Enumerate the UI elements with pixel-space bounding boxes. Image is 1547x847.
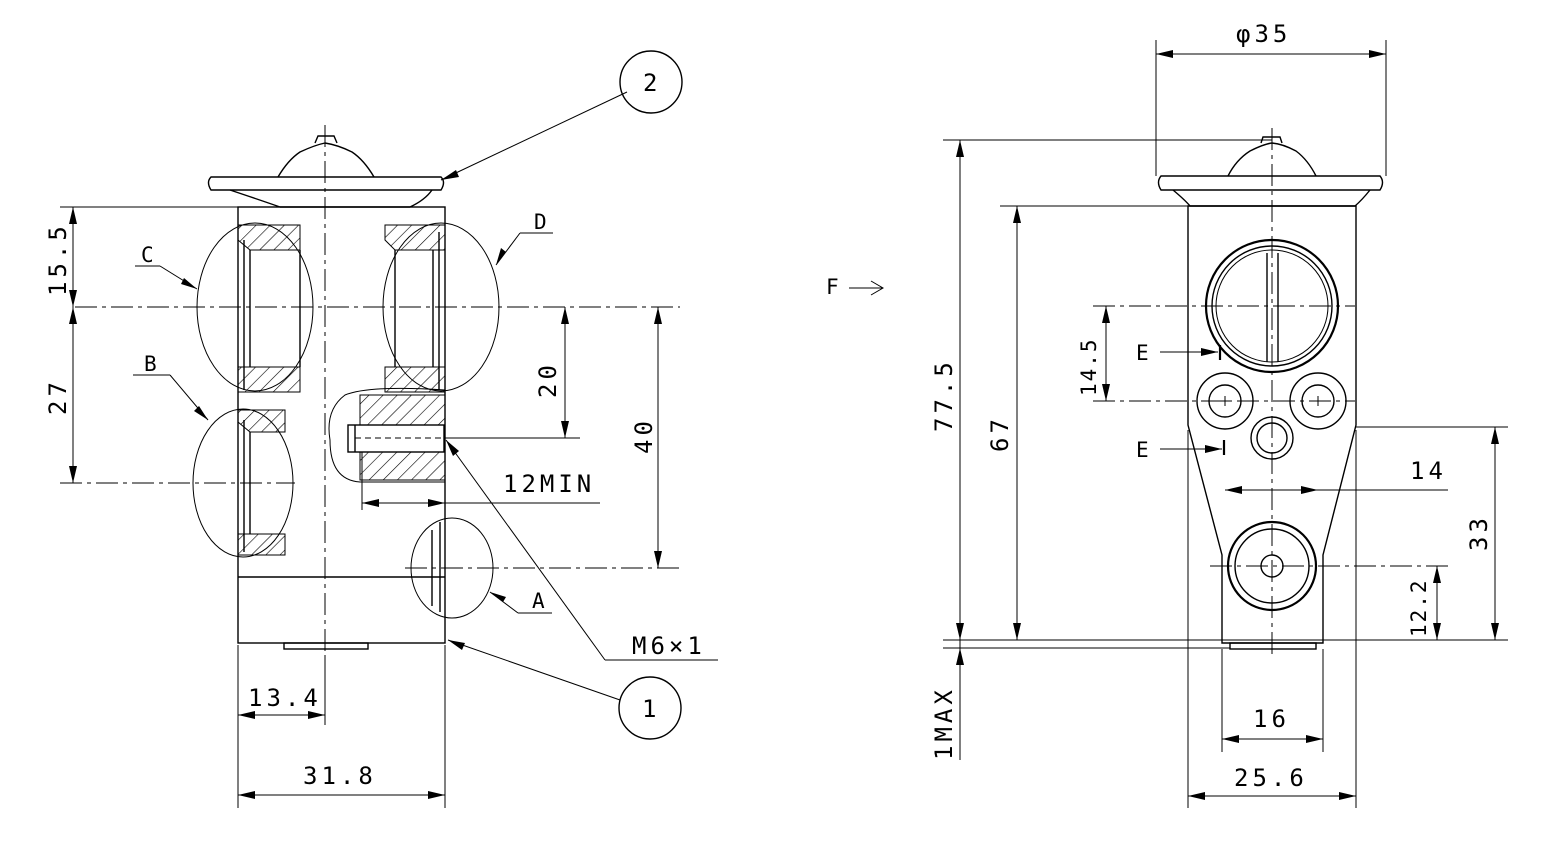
dim-1max: 1MAX [930,686,958,760]
port-b-detail [192,408,294,558]
center-port-face [1250,416,1294,460]
dim-77-5: 77.5 [930,358,958,432]
marker-e-upper: E [1136,341,1151,365]
dim-13-4: 13.4 [248,684,322,712]
port-c-detail [196,222,314,393]
balloon-2-label: 2 [643,69,661,97]
port-a-label: A [532,589,547,613]
dim-25-6: 25.6 [1234,764,1308,792]
dim-14-5: 14.5 [1077,337,1101,396]
dim-12min: 12MIN [503,470,595,498]
diaphragm-head-left [207,135,445,208]
port-d-label: D [534,210,549,234]
dim-14: 14 [1410,457,1447,485]
view-label-f: F [826,275,841,299]
right-view: E E φ35 77.5 1MAX 67 14.5 1 [930,20,1508,808]
valve-body-right [1187,205,1357,644]
dim-27: 27 [44,378,72,415]
diaphragm-head-right [1157,136,1384,207]
dim-phi35: φ35 [1236,20,1291,48]
marker-e-lower: E [1136,438,1151,462]
view-direction: F [826,275,884,299]
balloon-2 [619,50,683,114]
dim-40: 40 [630,417,658,454]
port-b-label: B [144,352,159,376]
dim-12-2: 12.2 [1407,578,1431,637]
threaded-hole-section [328,387,446,483]
port-c-label: C [141,243,156,267]
dim-67: 67 [986,415,1014,452]
balloon-1-label: 1 [642,695,660,723]
dim-31-8: 31.8 [303,762,377,790]
left-view: 15.5 27 20 40 12MIN M6×1 13.4 [44,50,718,808]
dim-15-5: 15.5 [44,222,72,296]
thread-label: M6×1 [632,632,706,660]
dim-33: 33 [1465,514,1493,551]
dim-16: 16 [1253,705,1290,733]
dim-20: 20 [534,361,562,398]
balloon-1 [618,676,682,740]
